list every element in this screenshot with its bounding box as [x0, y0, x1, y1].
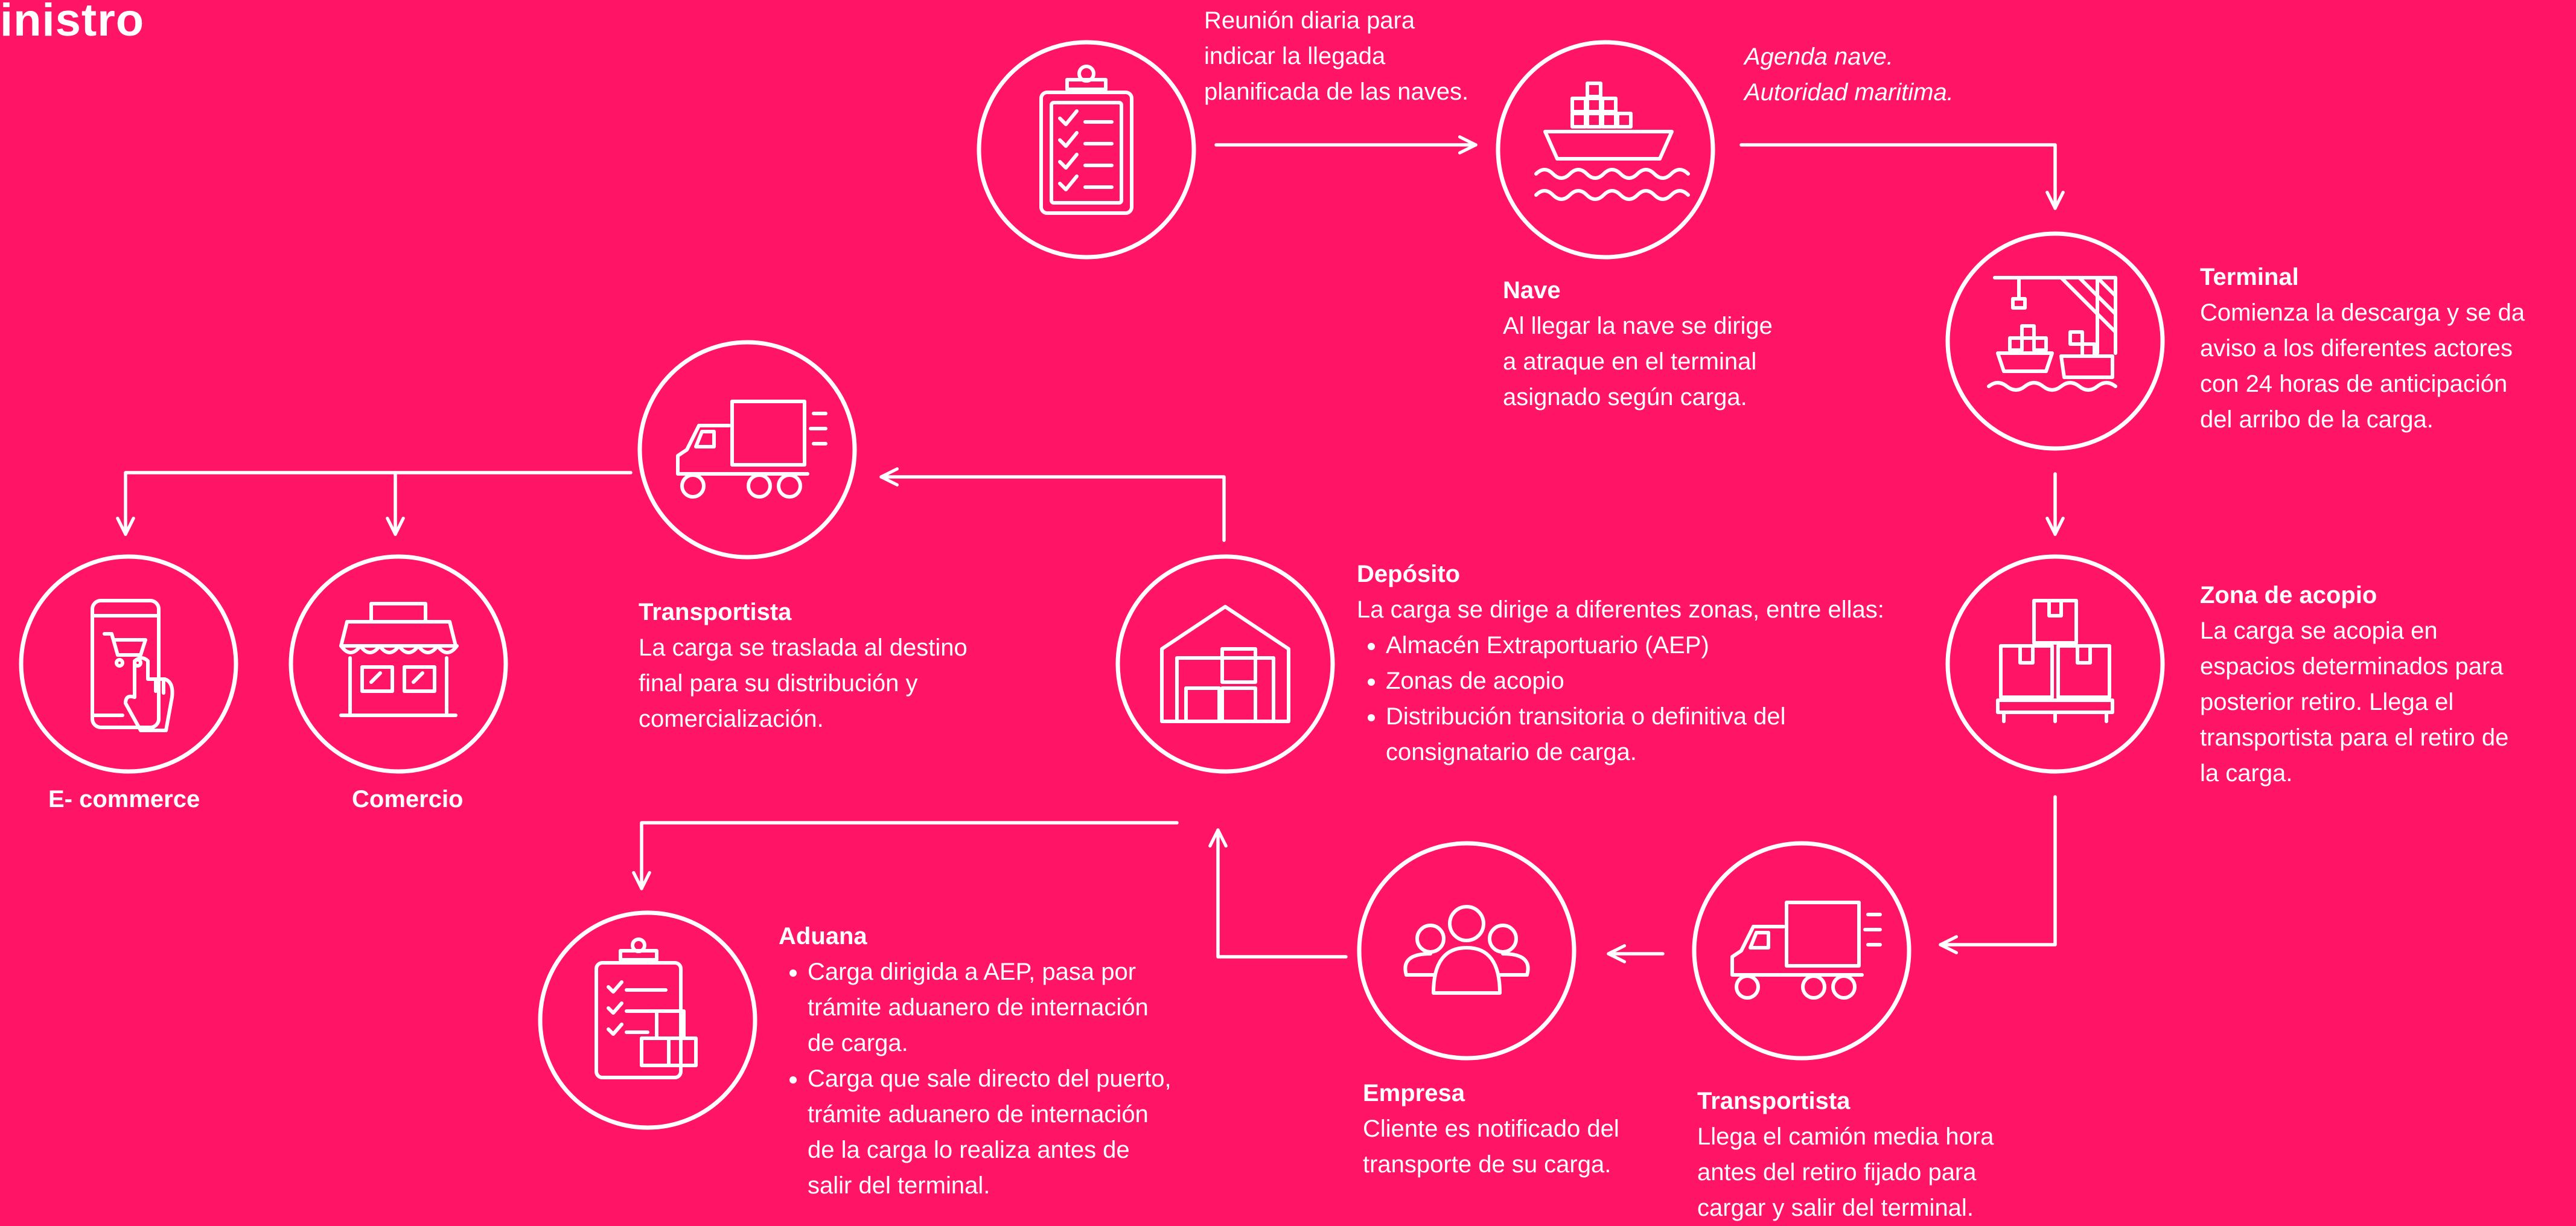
deposito-heading: Depósito: [1357, 561, 1461, 587]
storefront-icon: [339, 602, 459, 717]
transportista-upper-description: Transportista La carga se traslada al de…: [639, 595, 1001, 737]
zona-acopio-heading: Zona de acopio: [2200, 582, 2377, 608]
list-item: Distribución transitoria o definitiva de…: [1386, 699, 1820, 770]
comercio-circle: [289, 554, 508, 774]
meeting-text: Reunión diaria para indicar la llegada p…: [1204, 7, 1469, 105]
empresa-heading: Empresa: [1363, 1080, 1465, 1106]
transportista-upper-circle: [637, 340, 857, 560]
truck-icon: [676, 400, 827, 499]
deposito-intro: La carga se dirige a diferentes zonas, e…: [1357, 596, 1884, 623]
terminal-circle: [1945, 231, 2165, 451]
clipboard-boxes-icon: [595, 937, 698, 1079]
clipboard-checklist-icon: [1039, 65, 1133, 215]
port-crane-icon: [1987, 276, 2117, 392]
ecommerce-label: E- commerce: [48, 786, 200, 813]
nave-description: Nave Al llegar la nave se dirige a atraq…: [1503, 273, 1787, 415]
arrow-deposito-to-transportista: [879, 467, 1226, 542]
zona-acopio-description: Zona de acopio La carga se acopia en esp…: [2200, 578, 2526, 791]
comercio-label: Comercio: [352, 786, 464, 813]
list-item: Almacén Extraportuario (AEP): [1386, 628, 1820, 663]
agenda-note: Agenda nave. Autoridad maritima.: [1744, 43, 1954, 106]
cargo-ship-icon: [1534, 81, 1690, 201]
arrow-to-aduana: [632, 821, 1179, 890]
deposito-list: Almacén Extraportuario (AEP) Zonas de ac…: [1357, 628, 1820, 770]
arrow-nave-to-terminal: [1739, 143, 2065, 210]
zona-acopio-text: La carga se acopia en espacios determina…: [2200, 618, 2509, 787]
empresa-text: Cliente es notificado del transporte de …: [1363, 1116, 1619, 1178]
nave-heading: Nave: [1503, 277, 1561, 304]
transportista-lower-text: Llega el camión media hora antes del ret…: [1697, 1123, 1994, 1221]
transportista-lower-circle: [1692, 841, 1911, 1061]
deposito-circle: [1115, 554, 1335, 774]
terminal-heading: Terminal: [2200, 264, 2299, 290]
warehouse-icon: [1160, 605, 1290, 723]
terminal-text: Comienza la descarga y se da aviso a los…: [2200, 299, 2525, 433]
arrow-empresa-to-deposito: [1208, 828, 1348, 959]
stacked-boxes-pallet-icon: [1996, 599, 2114, 723]
aduana-heading: Aduana: [779, 923, 867, 950]
aduana-list: Carga dirigida a AEP, pasa por trámite a…: [779, 954, 1177, 1204]
list-item: Carga que sale directo del puerto, trámi…: [808, 1061, 1177, 1204]
transportista-lower-heading: Transportista: [1697, 1088, 1851, 1114]
arrow-acopio-to-transportista: [1939, 795, 2057, 954]
transportista-upper-heading: Transportista: [639, 599, 792, 625]
list-item: Zonas de acopio: [1386, 663, 1820, 699]
aduana-description: Aduana Carga dirigida a AEP, pasa por tr…: [779, 919, 1177, 1204]
terminal-description: Terminal Comienza la descarga y se da av…: [2200, 260, 2538, 438]
aduana-circle: [538, 910, 757, 1130]
nave-circle: [1496, 40, 1715, 260]
empresa-circle: [1357, 841, 1577, 1061]
transportista-lower-description: Transportista Llega el camión media hora…: [1697, 1084, 2017, 1226]
list-item: Carga dirigida a AEP, pasa por trámite a…: [808, 954, 1177, 1061]
truck-icon: [1730, 901, 1882, 1000]
arrow-transportista-to-ecommerce: [116, 471, 633, 536]
connectors: [116, 135, 2065, 963]
deposito-description: Depósito La carga se dirige a diferentes…: [1357, 557, 1930, 770]
ecommerce-circle: [19, 554, 238, 774]
phone-touch-cart-icon: [91, 599, 174, 732]
empresa-description: Empresa Cliente es notificado del transp…: [1363, 1076, 1647, 1183]
people-group-icon: [1403, 905, 1530, 995]
transportista-upper-text: La carga se traslada al destino final pa…: [639, 634, 968, 732]
zona-acopio-circle: [1945, 554, 2165, 774]
meeting-circle: [977, 40, 1196, 260]
page-title: inistro: [0, 0, 145, 46]
nave-text: Al llegar la nave se dirige a atraque en…: [1503, 313, 1773, 410]
